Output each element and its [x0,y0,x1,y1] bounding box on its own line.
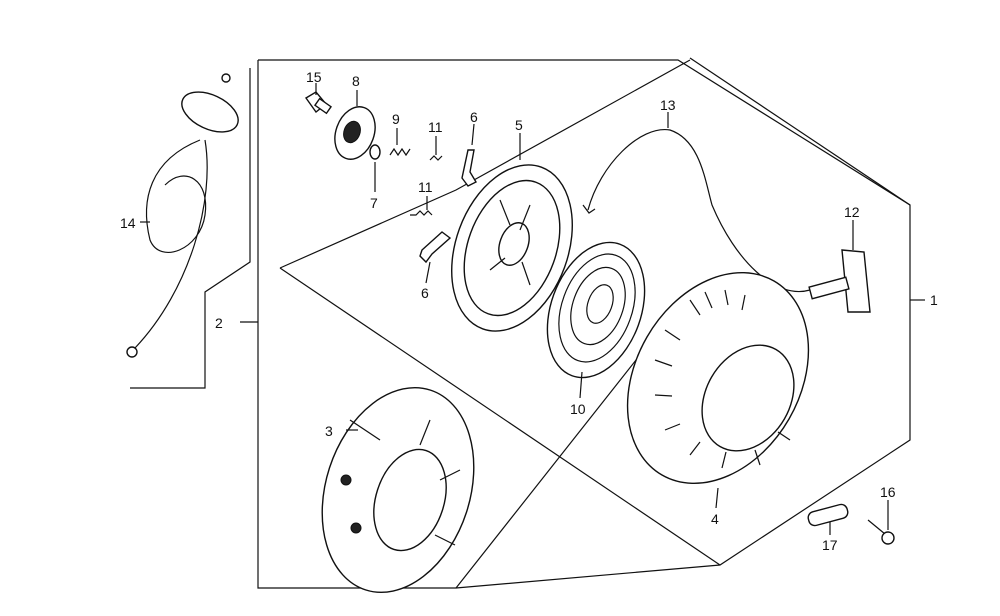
reel-pulley-part-5 [451,164,573,332]
callout-9: 9 [392,111,400,127]
callout-leader-lines [140,83,889,535]
callout-16: 16 [880,484,896,500]
bolt-part-15 [304,91,333,115]
starter-grip-part-12 [808,249,871,313]
friction-spring-part-9 [389,147,411,157]
pawl-parts-6 [419,149,477,264]
callout-4: 4 [711,511,719,527]
callout-3: 3 [325,423,333,439]
callout-10: 10 [570,401,586,417]
callout-5: 5 [515,117,523,133]
callout-15: 15 [306,69,322,85]
callout-13: 13 [660,97,676,113]
callout-14: 14 [120,215,136,231]
assembly-boundary-lines [130,57,925,589]
recoil-spring-part-10 [546,241,646,379]
callout-6b: 6 [421,285,429,301]
washer-part-7 [369,144,381,160]
callout-12: 12 [844,204,860,220]
fan-cover-part-4 [626,271,810,485]
callout-7: 7 [370,195,378,211]
ratchet-spring-parts-11 [410,155,443,216]
callout-11a: 11 [428,119,443,135]
callout-labels: 1 2 3 4 5 6 6 7 8 9 10 11 11 12 13 14 15… [120,69,938,553]
callout-6a: 6 [470,109,478,125]
callout-11b: 11 [418,179,433,195]
callout-8: 8 [352,73,360,89]
choke-cable-part [126,73,239,358]
callout-2: 2 [215,315,223,331]
starter-case-part-3 [321,386,475,594]
callout-17: 17 [822,537,838,553]
collar-part-17 [807,503,849,527]
ratchet-part-8 [334,106,376,160]
flange-bolt-part-16 [867,519,895,545]
callout-1: 1 [930,292,938,308]
